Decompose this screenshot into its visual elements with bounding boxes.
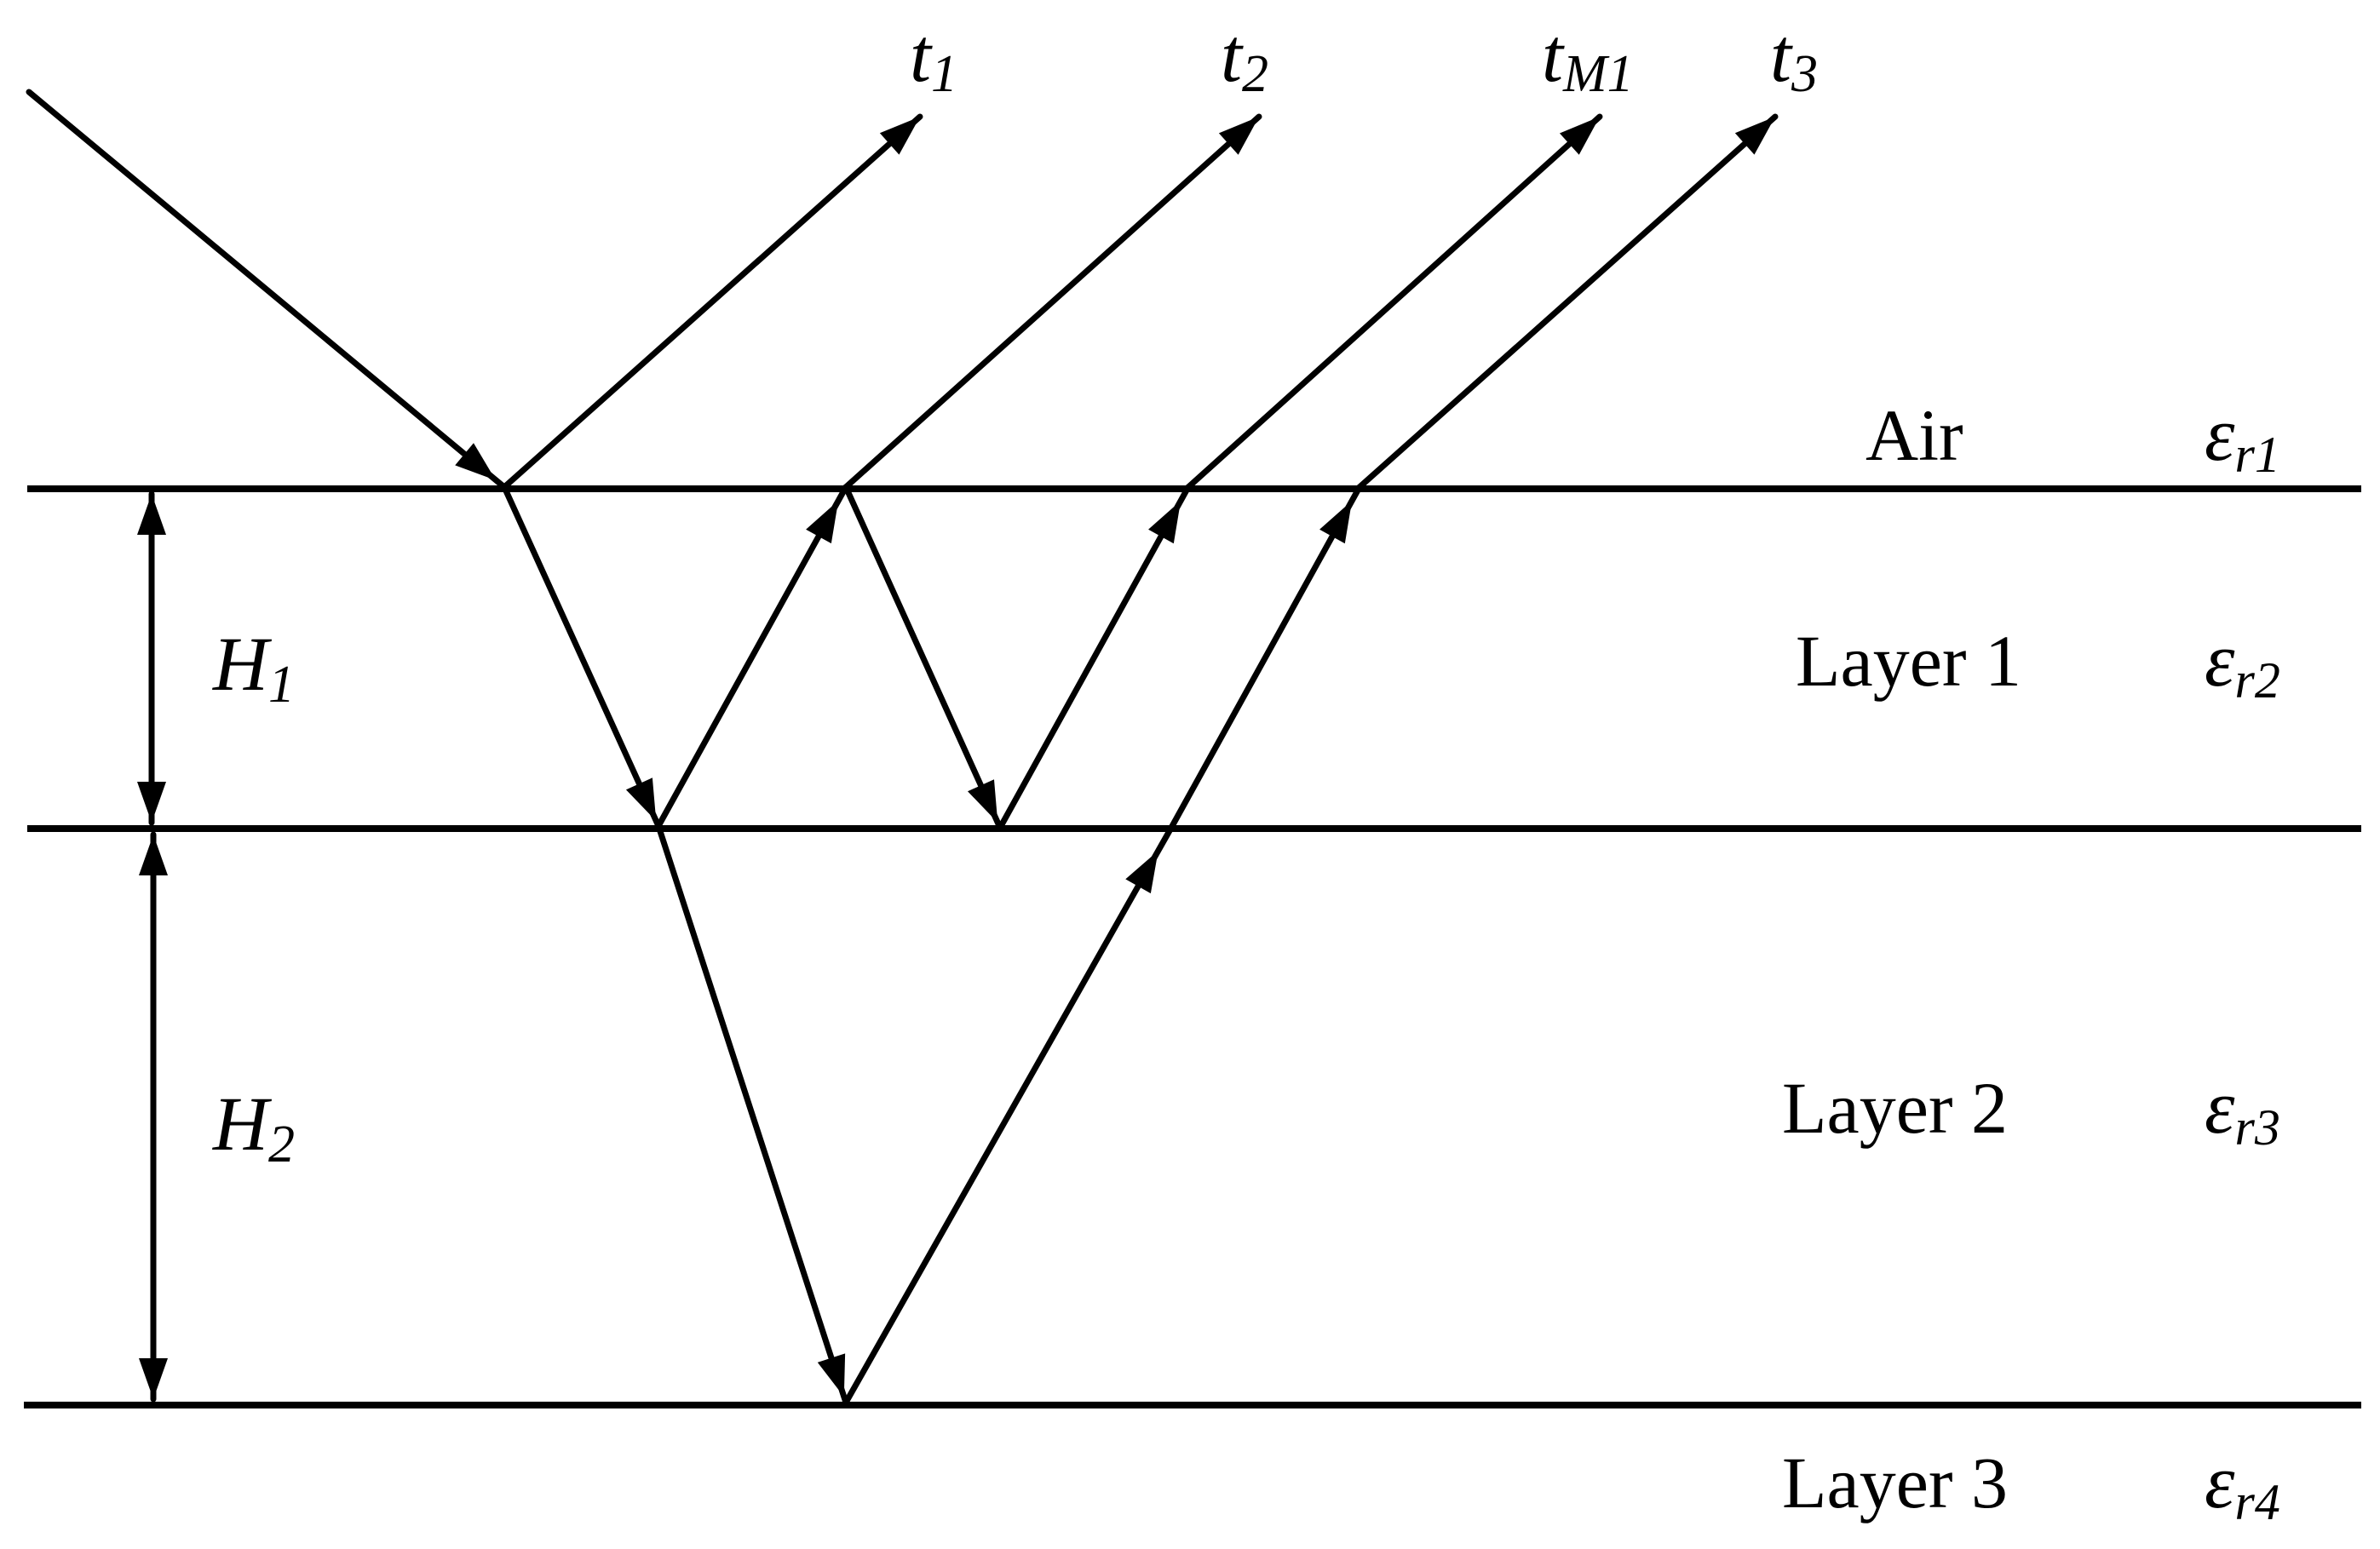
ray-layer1-up-2-line <box>997 484 1192 831</box>
h1-thickness-arrow-head-bottom <box>137 782 166 823</box>
permittivity-label-r1: εr1 <box>2205 393 2280 483</box>
ray-tm1-line <box>1185 113 1603 491</box>
incident-ray-line <box>26 89 508 491</box>
ray-layer2-up-line <box>842 824 1175 1406</box>
ray-t2-line <box>842 113 1262 491</box>
output-label-tm1: tM1 <box>1542 14 1634 103</box>
ray-layer1-up-3-head <box>1319 501 1353 544</box>
ray-layer1-down-1-head <box>625 777 657 822</box>
output-label-t2: t2 <box>1221 14 1268 103</box>
ray-t1-head <box>879 117 920 155</box>
ray-layer2-down-line <box>655 823 849 1406</box>
ray-layer2-down-head <box>817 1353 846 1397</box>
ray-layer1-up-1-line <box>655 484 849 829</box>
medium-label-air: Air <box>1865 394 1963 476</box>
ray-layer1-down-2-line <box>842 484 1003 831</box>
thickness-label-h1: H1 <box>212 622 295 714</box>
ray-tm1-head <box>1559 117 1600 155</box>
permittivity-label-r4: εr4 <box>2205 1440 2280 1530</box>
permittivity-label-r3: εr3 <box>2205 1065 2280 1156</box>
h2-thickness-arrow-head-bottom <box>139 1358 168 1399</box>
ray-layer1-down-2-head <box>968 779 998 823</box>
ray-layer1-up-1-head <box>806 500 839 544</box>
ray-t3-head <box>1734 117 1775 155</box>
ray-layer2-up-head <box>1125 851 1158 894</box>
h1-thickness-arrow-head-top <box>137 494 166 535</box>
ray-t2-head <box>1218 117 1259 155</box>
ray-paths <box>26 89 1779 1406</box>
ray-layer1-up-3-line <box>1168 484 1363 831</box>
medium-label-layer3: Layer 3 <box>1782 1442 2008 1523</box>
ray-t3-line <box>1356 113 1779 491</box>
h2-thickness-arrow-head-top <box>139 835 168 875</box>
arrowheads <box>137 117 1775 1399</box>
incident-ray-head <box>455 443 496 480</box>
permittivity-label-r2: εr2 <box>2205 618 2280 709</box>
ray-layer1-up-2-head <box>1148 501 1181 544</box>
output-label-t1: t1 <box>910 14 957 103</box>
thickness-label-h2: H2 <box>212 1082 295 1173</box>
medium-label-layer1: Layer 1 <box>1796 620 2021 702</box>
output-label-t3: t3 <box>1770 14 1818 103</box>
ray-layer1-down-1-line <box>501 484 662 829</box>
ray-t1-line <box>501 113 923 491</box>
medium-label-layer2: Layer 2 <box>1782 1067 2008 1149</box>
